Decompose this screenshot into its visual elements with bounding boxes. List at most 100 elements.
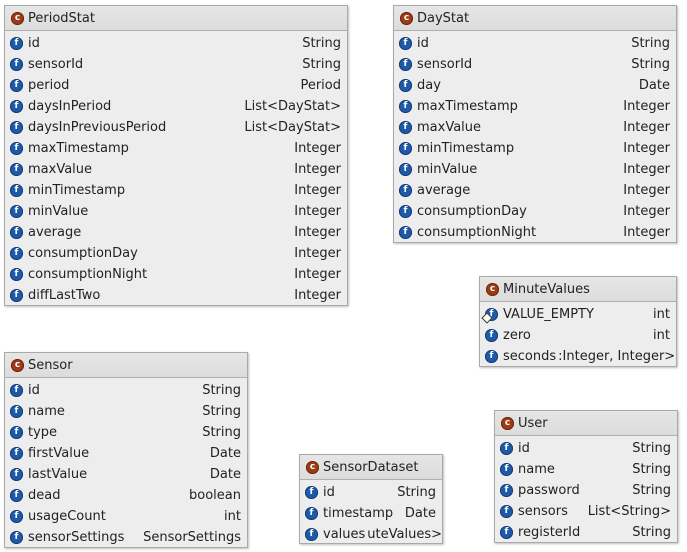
field-name: id: [28, 383, 40, 398]
field-name: average: [417, 183, 471, 198]
field-row[interactable]: f average Integer: [5, 222, 347, 243]
field-icon: f: [10, 426, 23, 439]
field-icon: f: [10, 37, 23, 50]
field-type: Integer: [294, 288, 341, 303]
class-title: User: [518, 415, 548, 431]
field-icon: f: [399, 184, 412, 197]
field-name: values: [323, 527, 366, 542]
field-type: List<DayStat>: [244, 99, 341, 114]
class-header[interactable]: c PeriodStat: [5, 6, 347, 31]
field-name: sensors: [518, 504, 568, 519]
field-icon: f: [500, 526, 513, 539]
field-name: type: [28, 425, 58, 440]
field-icon: f: [500, 463, 513, 476]
field-name: maxTimestamp: [417, 99, 518, 114]
field-type: Integer: [623, 204, 670, 219]
field-icon: f: [10, 100, 23, 113]
field-name: id: [323, 485, 335, 500]
field-name: timestamp: [323, 506, 394, 521]
field-type: String: [632, 483, 671, 498]
field-type: List<String>: [587, 504, 671, 519]
field-type: String: [631, 57, 670, 72]
field-icon: f: [305, 528, 318, 541]
field-icon: f: [10, 226, 23, 239]
field-name: maxValue: [28, 162, 93, 177]
class-header[interactable]: c MinuteValues: [480, 277, 676, 302]
field-name: average: [28, 225, 82, 240]
field-type: String: [202, 404, 241, 419]
field-icon: f: [10, 79, 23, 92]
field-type: String: [397, 485, 436, 500]
class-icon: c: [400, 11, 413, 25]
class-header[interactable]: c DayStat: [394, 6, 676, 31]
class-icon: c: [486, 282, 499, 296]
class-title: MinuteValues: [503, 281, 590, 297]
field-name: sensorId: [28, 57, 84, 72]
field-name: consumptionNight: [28, 267, 148, 282]
field-icon: f: [305, 486, 318, 499]
field-type: String: [632, 525, 671, 540]
field-type: Integer: [623, 225, 670, 240]
field-type: Period: [300, 78, 341, 93]
field-icon: f: [10, 510, 23, 523]
field-name: minTimestamp: [28, 183, 126, 198]
field-type: boolean: [189, 488, 241, 503]
field-type: Integer: [294, 225, 341, 240]
class-header[interactable]: c Sensor: [5, 353, 247, 378]
field-name: daysInPreviousPeriod: [28, 120, 167, 135]
field-name: diffLastTwo: [28, 288, 101, 303]
field-name: maxValue: [417, 120, 482, 135]
field-icon: f: [10, 58, 23, 71]
field-name: id: [518, 441, 530, 456]
class-header[interactable]: c User: [495, 411, 677, 436]
class-header[interactable]: c SensorDataset: [300, 455, 442, 480]
